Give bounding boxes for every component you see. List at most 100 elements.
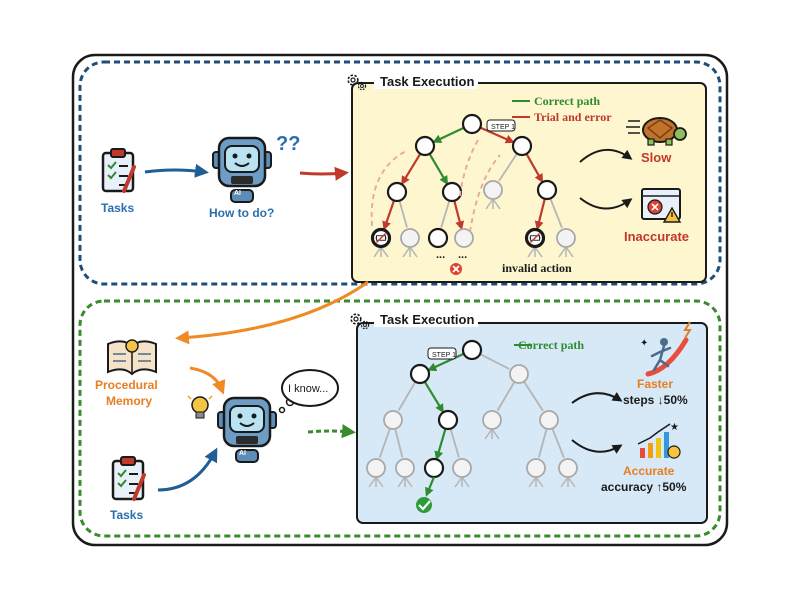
tree-twig (558, 246, 567, 258)
tree-twig (397, 476, 406, 488)
ai-badge: AI (234, 190, 241, 197)
legend-trial-error: Trial and error (534, 110, 612, 124)
legend-correct-path: Correct path (518, 338, 584, 352)
tree-edge (378, 428, 391, 458)
tree-twig (409, 246, 418, 258)
faster-label: Faster (637, 377, 673, 391)
tree-node (386, 181, 408, 203)
arrow-tasks-to-robot (144, 163, 209, 178)
tree-twig (535, 476, 544, 488)
tree-edge (538, 428, 548, 458)
tree-edge (479, 353, 510, 370)
clipboard-icon (111, 455, 146, 501)
thought-text: I know... (288, 383, 328, 395)
tree-twig (567, 476, 576, 488)
backtrack-path (370, 149, 409, 227)
tree-twig (404, 476, 413, 488)
tree-node (539, 410, 559, 430)
tree-node (526, 458, 546, 478)
tree-edge (428, 153, 448, 186)
tree-edge (398, 200, 408, 228)
tree-node (427, 227, 449, 249)
tree-edge (525, 153, 544, 184)
tree-edge (496, 381, 516, 411)
turtle-icon (626, 117, 687, 146)
accuracy-stat: accuracy ↑50% (601, 480, 687, 494)
tree-twig (491, 428, 500, 440)
arrow-robot-to-execution-bottom (307, 424, 356, 439)
backtrack-path (469, 154, 501, 233)
tree-twig (484, 428, 493, 440)
gear-icon (350, 313, 362, 325)
bottom-execution-title: Task Execution (380, 312, 474, 327)
top-execution-panel: Task Execution Correct path Trial and er… (347, 73, 707, 283)
top-search-tree (370, 113, 576, 258)
tree-twig (402, 246, 411, 258)
tree-edge (434, 428, 447, 461)
tree-edge (432, 126, 465, 143)
tree-twig (534, 246, 543, 258)
svg-text:✦: ✦ (640, 338, 648, 349)
how-to-do-label: How to do? (209, 206, 274, 220)
tree-node (383, 410, 403, 430)
top-region-border (78, 60, 722, 286)
accurate-label: Accurate (623, 464, 675, 478)
arrow-robot-to-execution (299, 166, 349, 181)
tree-node (461, 113, 483, 135)
tree-edge (394, 428, 404, 458)
ellipsis-label: ... (458, 249, 467, 261)
tree-node (441, 181, 463, 203)
tree-node (536, 179, 558, 201)
top-execution-title: Task Execution (380, 74, 474, 89)
tree-edge (453, 200, 465, 231)
tree-edge (551, 428, 565, 459)
tree-twig (454, 476, 463, 488)
tree-node (558, 458, 578, 478)
lightbulb-icon (187, 395, 213, 419)
step-tag: STEP 1 (491, 124, 515, 131)
thought-bubble: I know... (278, 369, 339, 414)
procedural-memory-label: Procedural (95, 378, 158, 392)
tree-node (454, 228, 474, 248)
tree-node (452, 458, 472, 478)
tree-node (395, 458, 415, 478)
slow-label: Slow (641, 150, 672, 165)
banned-icon (526, 229, 544, 247)
book-lightbulb-icon (107, 339, 157, 376)
tree-node (511, 135, 533, 157)
tree-edge (427, 352, 465, 371)
tree-node (556, 228, 576, 248)
tree-edge (549, 198, 563, 229)
question-marks: ?? (276, 133, 300, 155)
arrow-to-slow (579, 149, 633, 163)
tree-edge (382, 200, 396, 231)
bottom-execution-box (356, 322, 708, 524)
top-execution-box (351, 82, 707, 283)
tree-twig (492, 198, 501, 210)
checkmark-icon (416, 497, 432, 513)
tree-node (509, 364, 529, 384)
tree-twig (560, 476, 569, 488)
tree-twig (461, 476, 470, 488)
tree-twig (528, 476, 537, 488)
arrow-to-faster (571, 392, 623, 404)
bottom-execution-panel: Task Execution Correct path STEP 1 ✦ Fas… (350, 311, 708, 524)
arrow-tasks-to-robot-bottom (157, 447, 218, 492)
legend-correct-path: Correct path (534, 94, 600, 108)
inaccurate-label: Inaccurate (624, 229, 689, 244)
runner-icon: ✦ (640, 321, 692, 377)
svg-text:★: ★ (670, 422, 679, 433)
error-window-icon (641, 188, 682, 223)
tree-node (437, 409, 459, 431)
tree-node (366, 458, 386, 478)
arrow-to-accurate (571, 439, 623, 454)
tree-edge (401, 153, 422, 186)
robot-icon (216, 396, 278, 464)
tree-edge (449, 428, 460, 458)
tree-twig (380, 246, 389, 258)
backtrack-path (459, 139, 479, 197)
ai-badge: AI (239, 450, 246, 457)
bottom-search-tree (366, 339, 578, 497)
tree-twig (375, 476, 384, 488)
